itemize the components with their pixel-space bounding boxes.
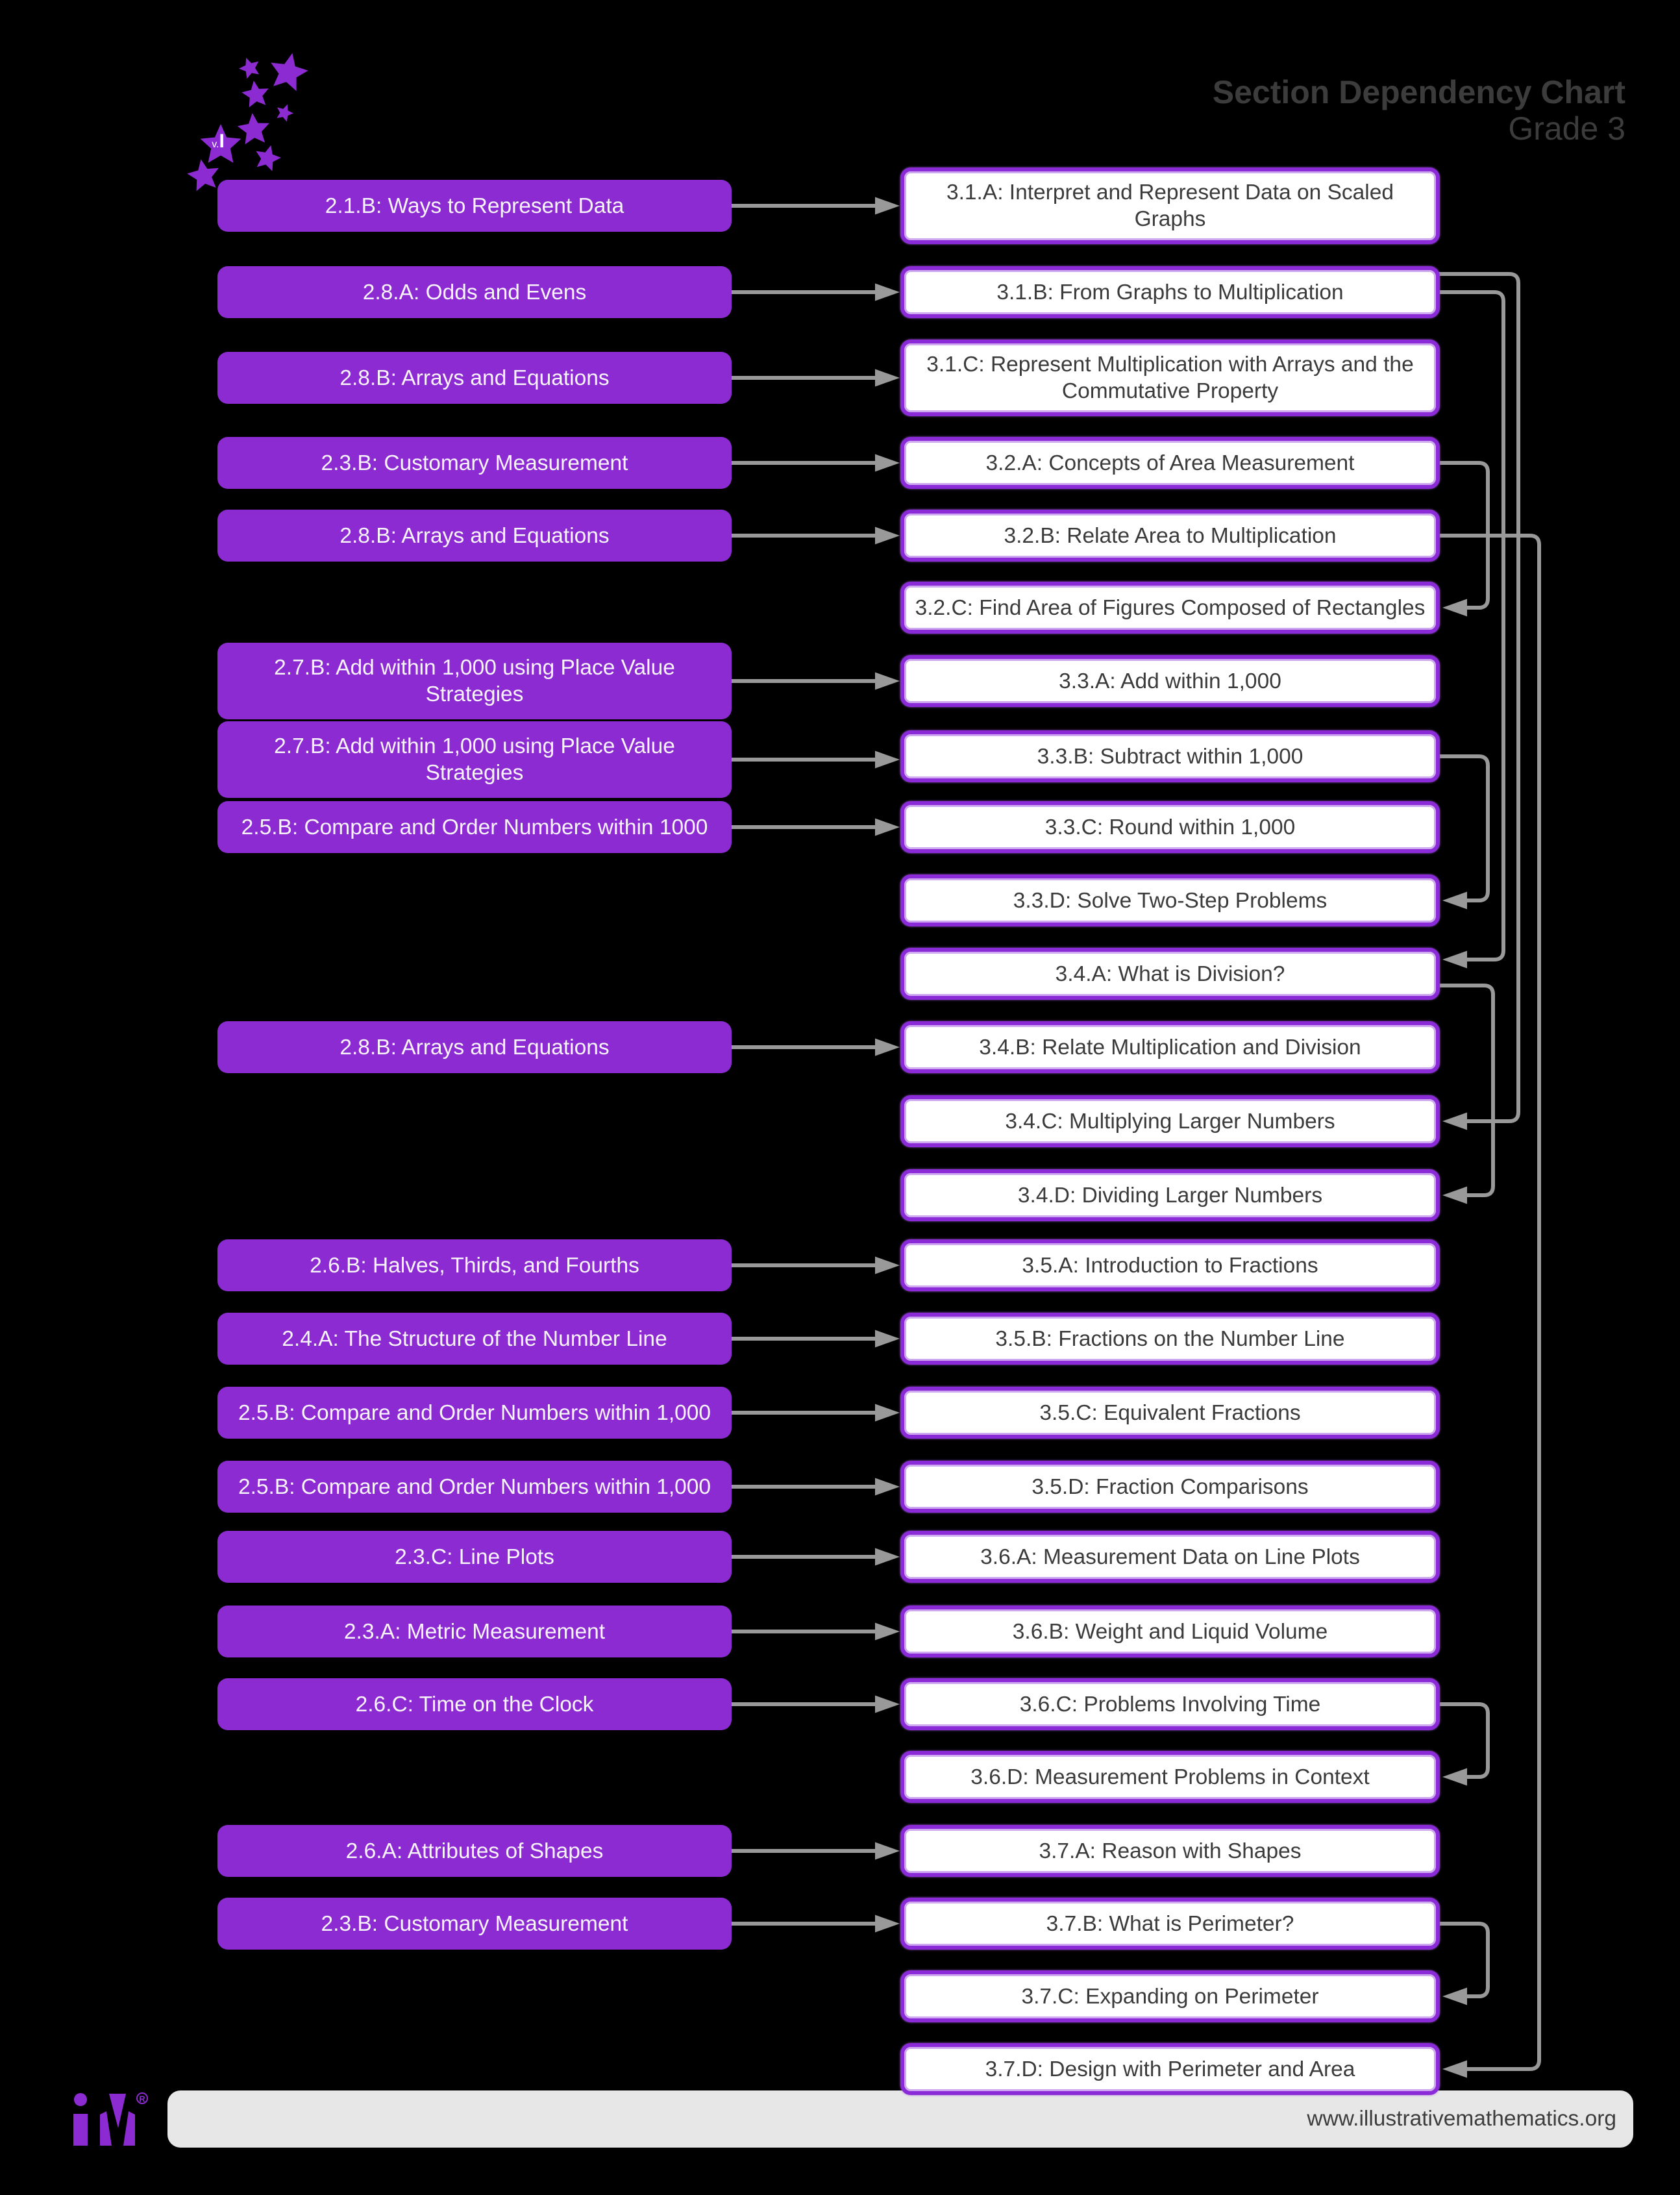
svg-text:R: R (139, 2094, 145, 2104)
